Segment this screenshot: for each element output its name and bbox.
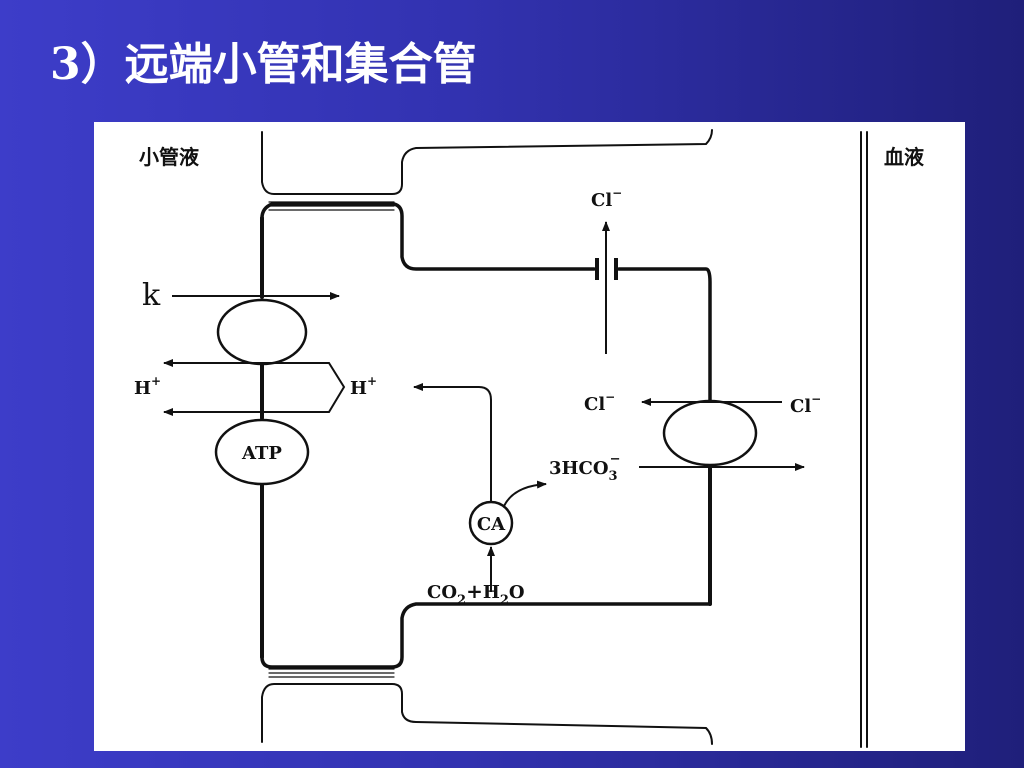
diagram-svg: 小管液 血液 k H+ H+ ATP CA Cl− Cl− Cl− 3HCO3−… [134,129,925,748]
co2-symbol: CO [427,582,457,603]
bicarbonate-formula: 3HCO [549,458,609,479]
cl-top-charge: − [612,186,622,200]
cl-cell-charge: − [605,390,615,404]
cl-blood-charge: − [811,392,821,406]
atp-label: ATP [241,443,282,464]
h2o-h-symbol: H [483,582,500,603]
ca-label: CA [477,514,506,535]
h-ion-lumen: H+ [134,374,161,399]
co2-h2o-label: CO2+H2O [427,579,525,608]
blood-label: 血液 [884,145,925,169]
transport-diagram: 小管液 血液 k H+ H+ ATP CA Cl− Cl− Cl− 3HCO3−… [94,122,965,751]
cl-blood-symbol: Cl [790,396,811,417]
bicarbonate-subscript: 3 [609,469,618,484]
cl-hco3-exchanger [662,399,758,467]
h-ion-lumen-symbol: H [134,378,151,399]
slide-title: 3）远端小管和集合管 [50,39,477,90]
cl-cell-label: Cl− [584,390,615,415]
cl-cell-symbol: Cl [584,394,605,415]
lumen-label: 小管液 [139,145,200,169]
bicarbonate-charge: − [610,452,621,467]
h-ion-cell-charge: + [367,374,377,388]
arrows [163,292,805,592]
co2-subscript: 2 [457,593,466,608]
cl-top-label: Cl− [591,186,622,211]
cl-blood-label: Cl− [790,392,821,417]
plus-sign: + [466,579,483,603]
cell-membrane [260,129,868,748]
k-h-exchanger [216,298,308,366]
h-ion-cell-symbol: H [350,378,367,399]
h2o-subscript: 2 [500,593,509,608]
bicarbonate-label: 3HCO3 − [549,452,621,484]
h-ion-cell: H+ [350,374,377,399]
k-label: k [142,278,161,313]
chloride-channel [595,221,618,354]
cl-top-symbol: Cl [591,190,612,211]
h2o-o-symbol: O [509,582,525,603]
h-ion-lumen-charge: + [151,374,161,388]
atp-pump [214,418,310,486]
